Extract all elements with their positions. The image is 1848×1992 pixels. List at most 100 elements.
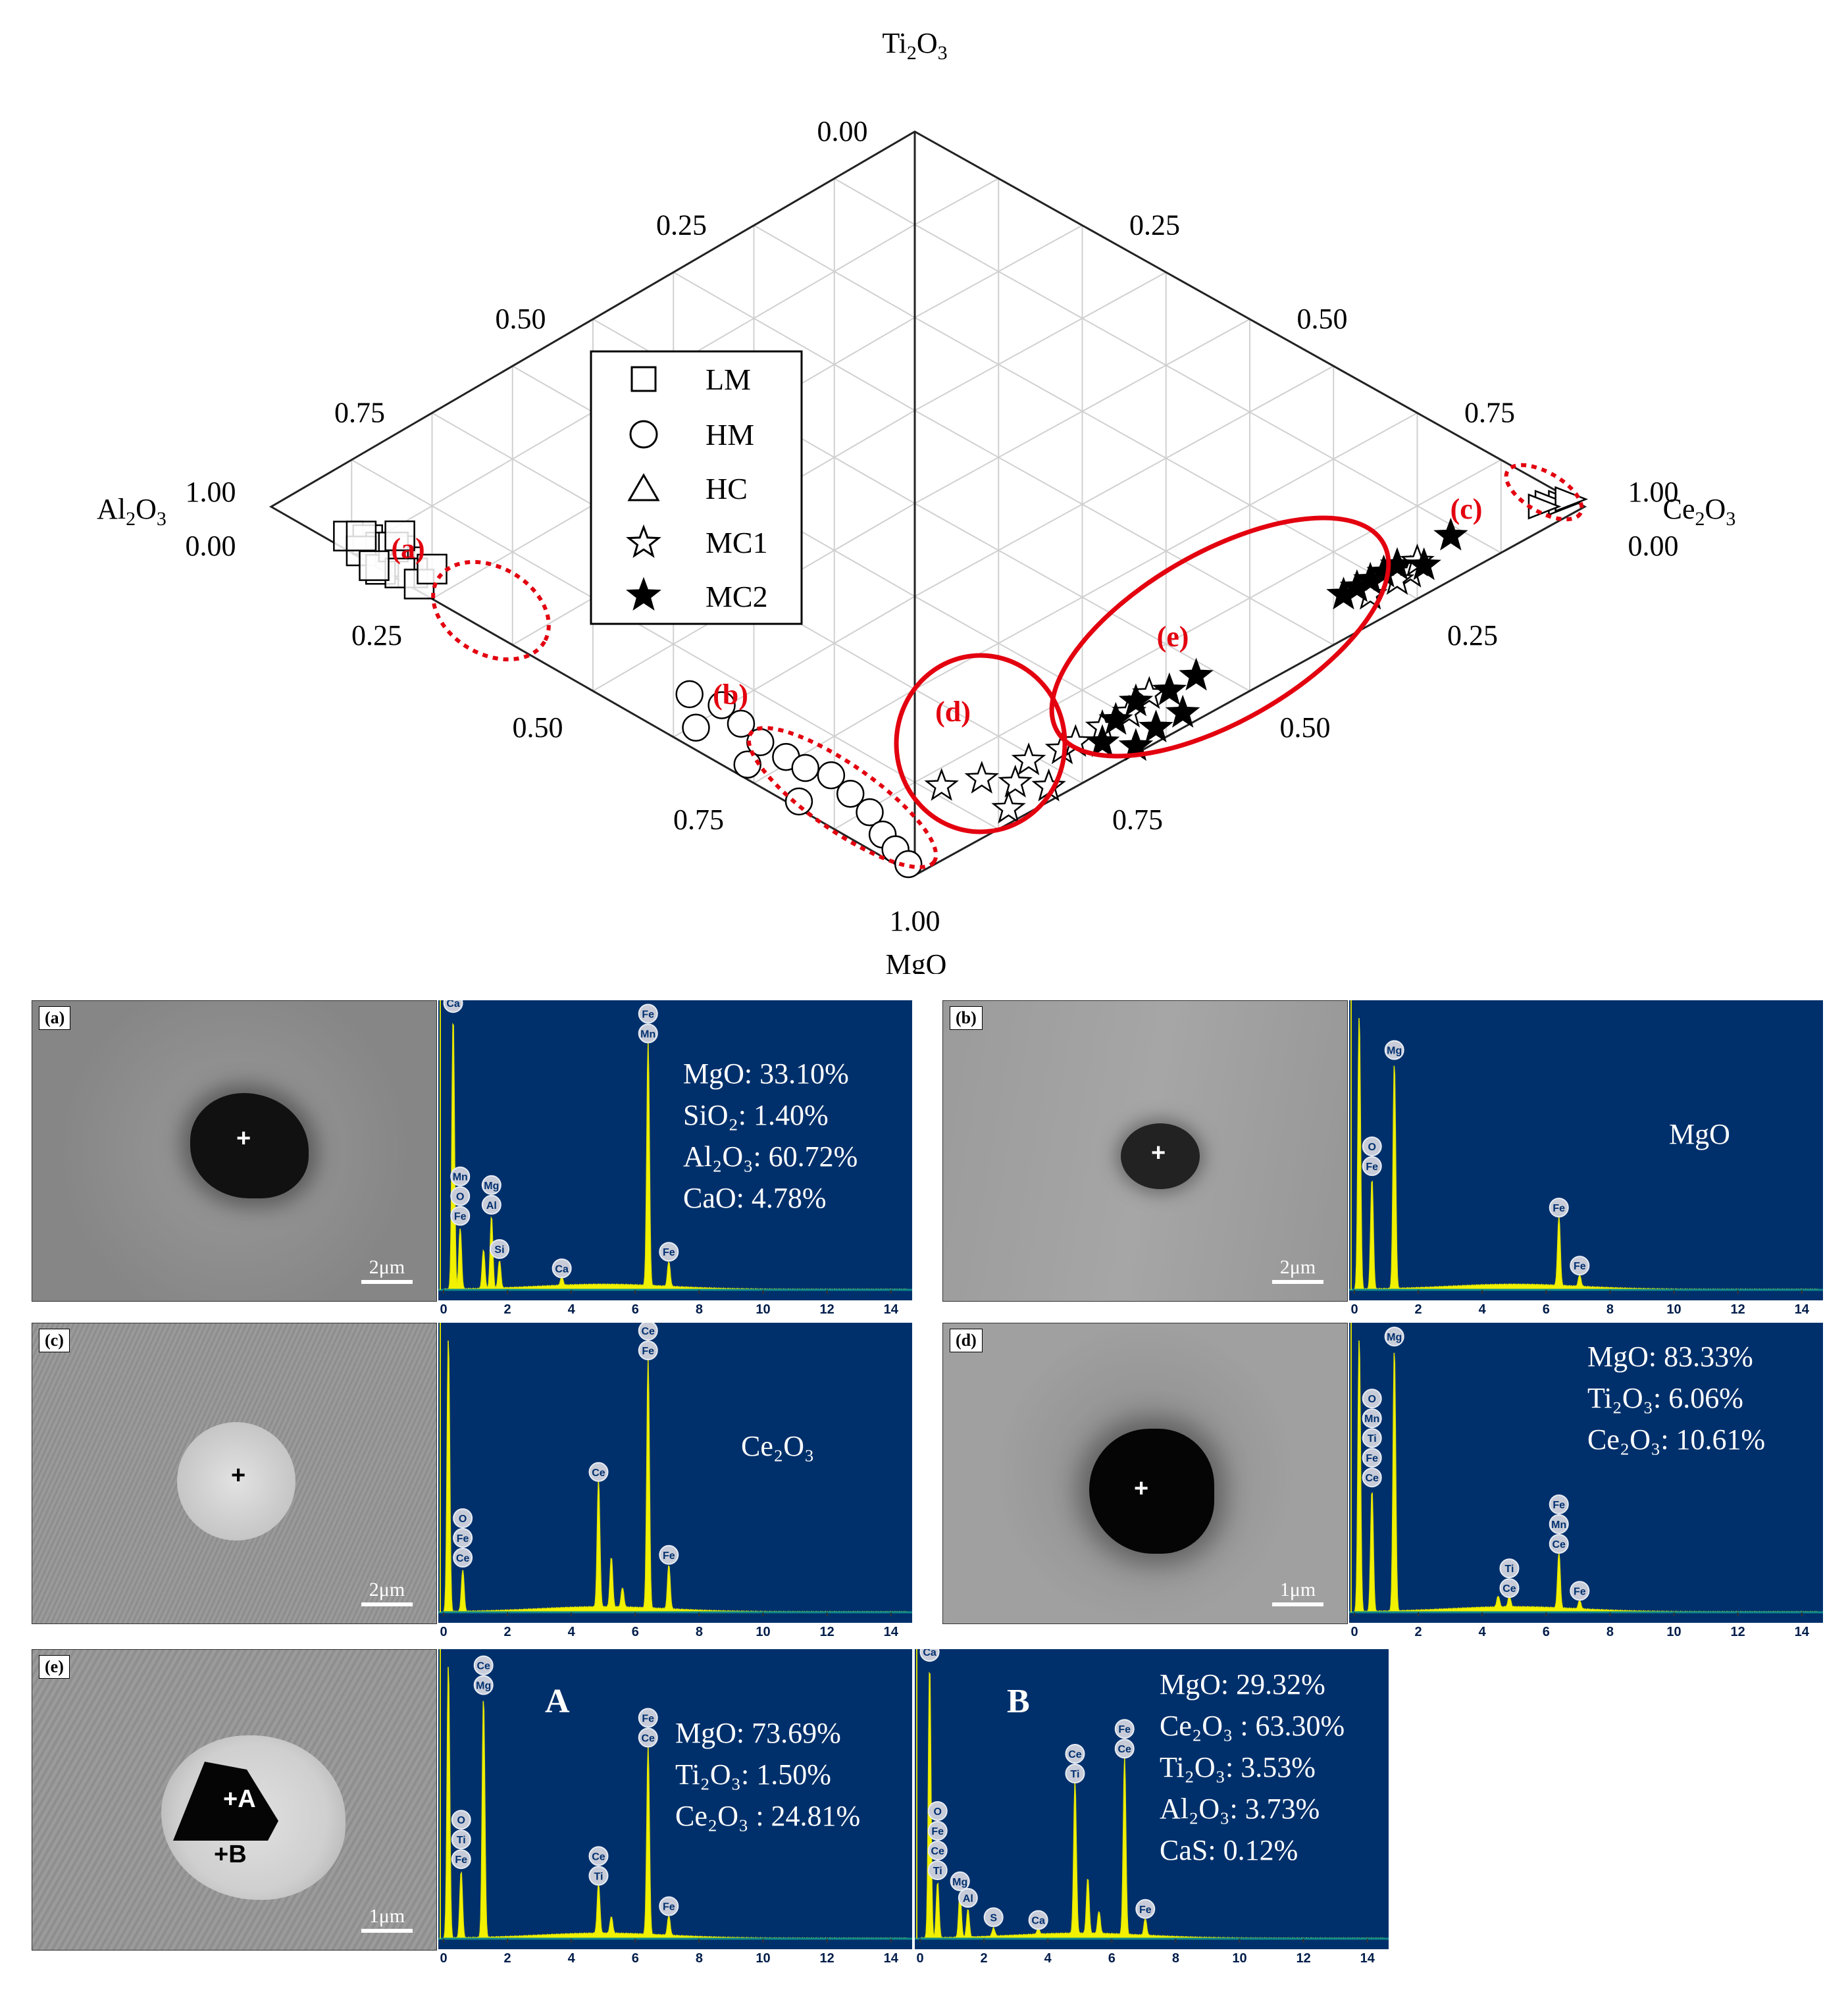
legend-square-icon (630, 366, 657, 392)
peak-label: Ce (1553, 1539, 1566, 1550)
point-hm (836, 779, 865, 808)
tick-label: 1.00 (890, 905, 940, 937)
point-hm (682, 713, 710, 742)
legend-label-hc: HC (706, 472, 748, 505)
peak-label: Ti (1071, 1769, 1080, 1780)
spectrum-curve (1354, 1017, 1819, 1290)
x-tick-label: 10 (1232, 1951, 1246, 1966)
point-mc2 (1352, 561, 1388, 595)
ternary-data-points (333, 486, 1589, 879)
peak-label: Fe (1139, 1904, 1152, 1916)
peak-label: Fe (663, 1902, 675, 1913)
peak-badge (1362, 1156, 1382, 1176)
tick-label: 0.50 (496, 303, 546, 335)
apex-label-al2o3: Al2O3 (97, 493, 167, 530)
peak-badge (927, 1841, 948, 1860)
point-mc2 (1152, 672, 1187, 705)
peak-label: Mn (453, 1172, 468, 1183)
peak-label: Mg (484, 1181, 499, 1192)
x-tick-label: 0 (1350, 1625, 1358, 1639)
peak-badge (443, 1000, 463, 1013)
peak-label: O (459, 1514, 467, 1525)
x-tick-label: 4 (1479, 1302, 1487, 1317)
region-a-outline (431, 560, 551, 661)
x-tick-label: 14 (884, 1302, 899, 1317)
point-mc2 (1379, 547, 1415, 580)
peak-badge (1499, 1578, 1520, 1598)
tick-label: 0.50 (1297, 303, 1348, 335)
point-hm (856, 798, 884, 827)
x-tick-label: 10 (1666, 1625, 1681, 1639)
point-mc2 (1118, 683, 1154, 717)
peak-badge (489, 1239, 509, 1259)
x-tick-label: 2 (504, 1302, 511, 1317)
x-tick-label: 2 (504, 1951, 511, 1966)
peak-badge (638, 1023, 658, 1044)
x-tick-label: 8 (696, 1625, 703, 1639)
point-hm (817, 761, 846, 790)
peak-badge (453, 1528, 473, 1548)
peak-label: Fe (642, 1346, 654, 1357)
peak-label: Ca (1031, 1916, 1045, 1927)
point-mc2 (1165, 694, 1200, 728)
grid-line (914, 224, 1083, 319)
region-label-b: (b) (713, 678, 748, 711)
x-tick-label: 6 (632, 1625, 639, 1639)
peak-label: Mg (952, 1877, 967, 1888)
tick-label: 0.75 (334, 397, 385, 429)
peak-label: Ce (1068, 1749, 1082, 1760)
point-mc2 (1326, 576, 1361, 610)
spot-marker-e-b: +B (214, 1841, 247, 1868)
inclusion-d (1089, 1429, 1214, 1554)
peak-badge (1028, 1910, 1048, 1930)
point-mc1 (964, 761, 1000, 794)
inclusion-a (190, 1093, 309, 1198)
legend-label-hm: HM (706, 418, 754, 451)
inclusion-c (177, 1422, 295, 1541)
ternary-outline (269, 130, 1587, 877)
legend-label-mc2: MC2 (706, 580, 768, 613)
x-tick-label: 14 (884, 1625, 899, 1639)
peak-label: Fe (1118, 1724, 1131, 1735)
apex-label-ti2o3: Ti2O3 (882, 27, 947, 64)
grid-line (914, 224, 1502, 553)
peak-badge (927, 1821, 948, 1841)
legend-label-lm: LM (706, 363, 751, 396)
peak-badge (1362, 1136, 1382, 1156)
point-mc2 (1098, 702, 1133, 735)
composition-a: MgO: 33.10%SiO₂: 1.40%Al₂O₃: 60.72%CaO: … (683, 1058, 858, 1214)
peak-label: Ti (933, 1866, 942, 1877)
composition-b: MgO (1669, 1118, 1730, 1150)
peak-badge (451, 1829, 471, 1850)
scale-bar-d: 1μm (1272, 1579, 1323, 1606)
grid-line (914, 781, 999, 830)
peak-label: Ce (592, 1851, 605, 1862)
peak-label: Fe (455, 1854, 467, 1866)
peak-badge (1549, 1494, 1569, 1514)
peak-badge (1065, 1744, 1085, 1764)
point-hm (784, 787, 813, 816)
peak-badge (1549, 1534, 1569, 1554)
x-tick-label: 10 (756, 1951, 770, 1966)
x-tick-label: 4 (1479, 1625, 1487, 1639)
x-tick-label: 6 (1108, 1951, 1116, 1966)
peak-label: Ce (592, 1468, 605, 1479)
point-mc1 (998, 764, 1033, 798)
peak-badge (919, 1649, 940, 1662)
peak-label: Ti (1368, 1433, 1377, 1444)
peak-label: Ca (446, 1000, 460, 1009)
peak-label: Fe (663, 1247, 675, 1258)
tick-label: 0.00 (1628, 530, 1679, 562)
x-tick-label: 0 (440, 1951, 447, 1966)
tick-label: 0.50 (1280, 711, 1331, 744)
x-tick-label: 4 (568, 1302, 576, 1317)
tick-label: 0.00 (817, 115, 868, 147)
region-label-d: (d) (935, 696, 971, 728)
x-tick-label: 8 (696, 1951, 703, 1966)
peak-badge (1362, 1389, 1382, 1409)
peak-label: O (456, 1192, 464, 1203)
peak-badge (927, 1801, 948, 1821)
spot-marker-c: + (231, 1462, 246, 1489)
